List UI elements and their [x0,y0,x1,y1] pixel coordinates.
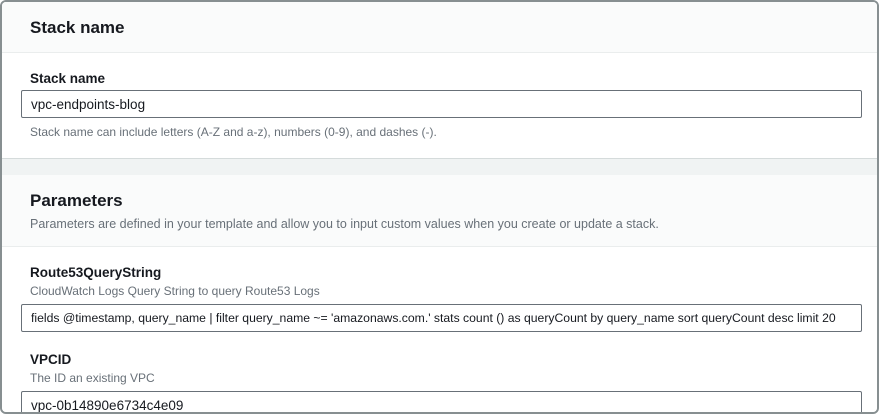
vpcid-label: VPCID [30,352,72,367]
section-gap [2,159,877,175]
vpcid-field: VPCID The ID an existing VPC [21,351,862,412]
vpcid-description: The ID an existing VPC [30,371,155,385]
route53-query-string-field: Route53QueryString CloudWatch Logs Query… [21,264,862,332]
route53-query-string-description: CloudWatch Logs Query String to query Ro… [30,284,320,298]
stack-name-label: Stack name [30,71,106,86]
parameters-section-description: Parameters are defined in your template … [30,217,659,231]
route53-query-string-label: Route53QueryString [30,265,162,280]
stack-name-section-title: Stack name [30,18,125,37]
stack-name-constraint: Stack name can include letters (A-Z and … [30,125,437,139]
stack-name-section: Stack name Stack name Stack name can inc… [2,2,877,159]
stack-name-input[interactable] [21,90,862,118]
route53-query-string-input[interactable] [21,304,862,332]
parameters-section-title: Parameters [30,191,123,210]
parameters-section-header: Parameters Parameters are defined in you… [2,175,877,247]
stack-name-field: Stack name Stack name can include letter… [21,70,862,140]
parameters-section-body: Route53QueryString CloudWatch Logs Query… [2,247,877,412]
stack-name-section-body: Stack name Stack name can include letter… [2,53,877,158]
vpcid-input[interactable] [21,391,862,412]
parameters-section: Parameters Parameters are defined in you… [2,175,877,412]
stack-name-section-header: Stack name [2,2,877,53]
